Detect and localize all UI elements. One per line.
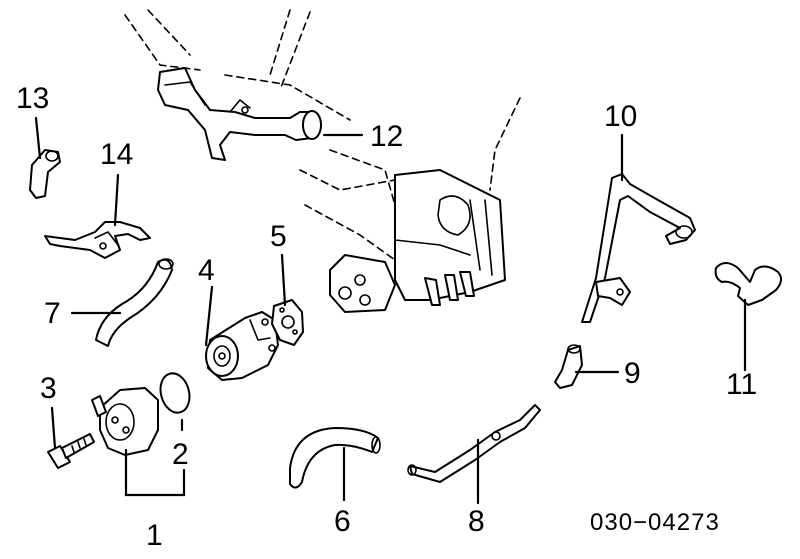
leader-3 xyxy=(50,406,57,450)
callout-labels: 13 14 7 4 5 12 3 2 1 6 8 9 10 11 030−042… xyxy=(16,82,757,552)
callout-10: 10 xyxy=(604,100,637,133)
part-9-short-hose xyxy=(554,344,583,389)
part-5-gasket xyxy=(271,299,304,346)
leader-lines xyxy=(34,116,747,505)
callout-12: 12 xyxy=(370,120,403,153)
callout-1: 1 xyxy=(146,519,163,552)
part-4-water-pump xyxy=(205,311,279,381)
leader-13 xyxy=(34,116,42,160)
part-11-hose-bend xyxy=(714,262,782,306)
callout-13: 13 xyxy=(16,82,49,115)
part-12-water-outlet xyxy=(157,67,322,161)
leader-5 xyxy=(280,253,287,307)
engine-block xyxy=(329,169,506,313)
leader-14 xyxy=(113,173,120,227)
part-14-bracket-pipe xyxy=(44,221,151,259)
callout-11: 11 xyxy=(726,368,757,401)
callout-5: 5 xyxy=(270,220,287,253)
callout-4: 4 xyxy=(198,254,215,287)
part-8-pipe xyxy=(407,404,541,483)
callout-2: 2 xyxy=(172,438,189,471)
part-7-water-hose xyxy=(95,258,174,347)
callout-8: 8 xyxy=(468,505,485,538)
diagram-code: 030−04273 xyxy=(590,509,720,536)
part-13-hose-elbow xyxy=(29,149,61,199)
callout-3: 3 xyxy=(40,372,57,405)
part-6-hose xyxy=(289,427,381,489)
leader-4 xyxy=(204,285,214,347)
part-2-o-ring xyxy=(159,372,191,414)
callout-7: 7 xyxy=(44,297,61,330)
callout-9: 9 xyxy=(624,357,641,390)
callout-14: 14 xyxy=(100,138,133,171)
engine-block-outline xyxy=(124,9,521,261)
part-1-thermostat-housing xyxy=(91,387,159,456)
part-10-bypass-pipe xyxy=(581,173,696,323)
callout-6: 6 xyxy=(334,505,351,538)
leader-1 xyxy=(124,448,186,497)
